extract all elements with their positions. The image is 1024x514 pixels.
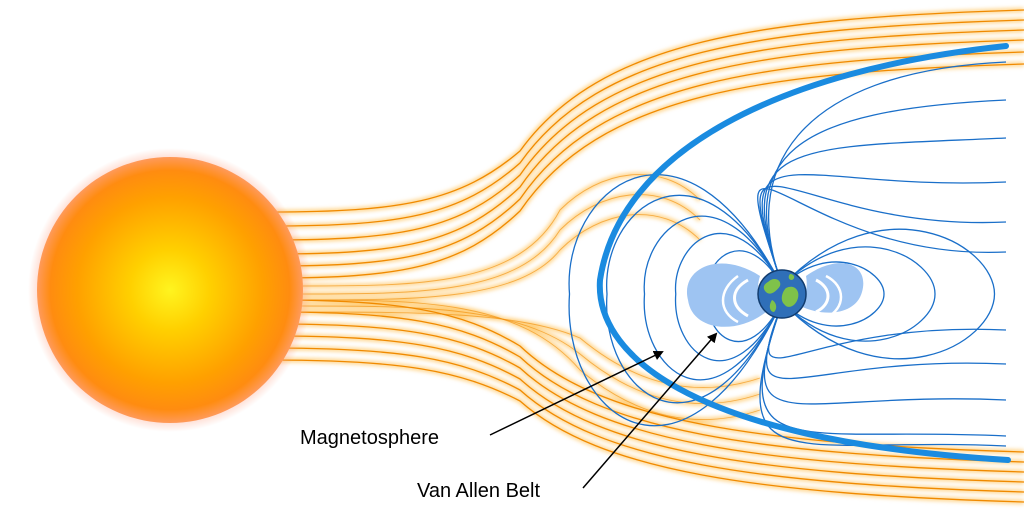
solar-wind-line xyxy=(269,29,1024,241)
solar-wind-line xyxy=(269,63,1024,279)
solar-wind-line xyxy=(299,311,761,389)
magnetosphere-pointer xyxy=(489,350,664,436)
solar-wind-glow-line xyxy=(269,62,1024,280)
magnetopause-boundary xyxy=(596,43,1011,463)
earth-icon xyxy=(757,269,807,319)
magnetic-field-lines xyxy=(568,61,1007,447)
solar-wind-line xyxy=(269,347,1024,493)
solar-wind-line xyxy=(299,214,701,301)
field-line xyxy=(757,187,1007,285)
field-line xyxy=(781,228,996,360)
sun-icon xyxy=(28,148,312,432)
field-line xyxy=(781,246,936,342)
field-line xyxy=(768,303,1007,359)
field-line xyxy=(781,261,885,327)
solar-wind-line xyxy=(269,359,1024,503)
van-allen-belt xyxy=(686,263,864,327)
van-allen-pointer xyxy=(582,332,718,489)
field-line xyxy=(766,99,1007,285)
field-line xyxy=(643,215,783,381)
field-line xyxy=(759,303,1007,447)
solar-wind-lines xyxy=(269,9,1024,503)
field-line xyxy=(606,194,783,404)
solar-wind-line xyxy=(299,299,761,421)
field-line xyxy=(761,174,1007,285)
field-line xyxy=(763,137,1007,285)
solar-wind-line xyxy=(269,39,1024,255)
field-line xyxy=(761,303,1007,437)
solar-wind-line xyxy=(299,194,701,295)
solar-wind-line xyxy=(269,311,1024,463)
solar-wind-line xyxy=(269,323,1024,473)
solar-wind-line xyxy=(269,19,1024,227)
field-line xyxy=(568,174,783,427)
solar-wind-line xyxy=(269,335,1024,483)
magnetosphere-label: Magnetosphere xyxy=(300,427,439,449)
solar-wind-line xyxy=(269,51,1024,267)
field-line xyxy=(765,303,1007,380)
field-line xyxy=(768,61,1007,285)
van-allen-belt-label: Van Allen Belt xyxy=(417,480,541,502)
field-line xyxy=(675,233,783,362)
solar-wind-line xyxy=(269,9,1024,213)
